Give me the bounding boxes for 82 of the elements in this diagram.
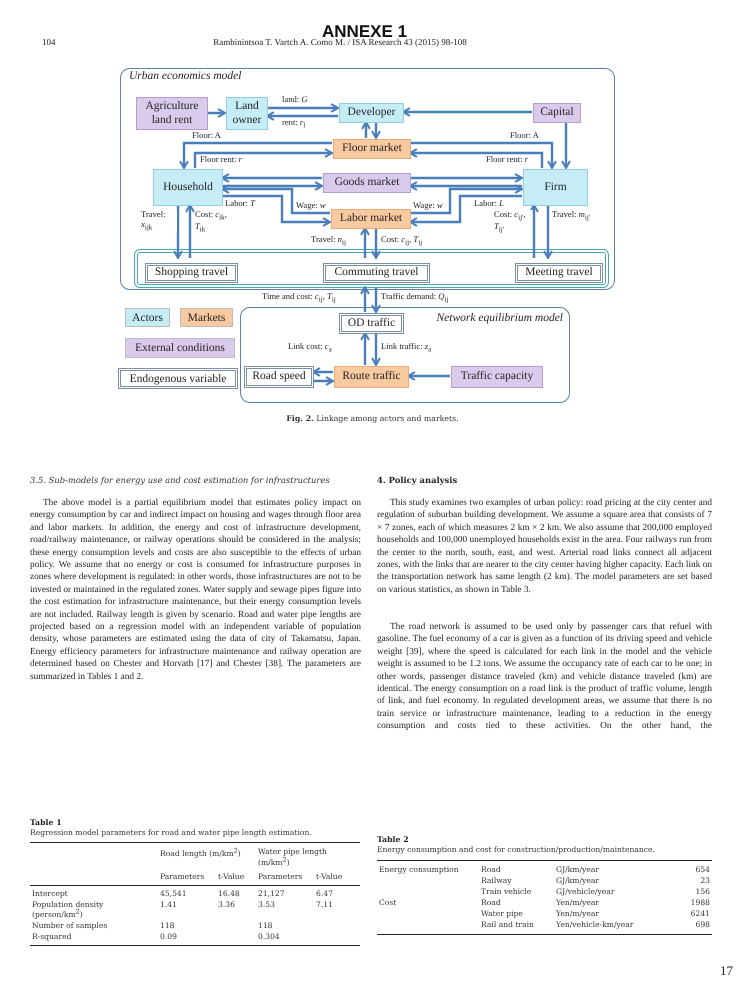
arrow (173, 205, 183, 259)
edge-label: land: G (282, 95, 308, 105)
edge-label: Wage: w (296, 201, 326, 211)
arrow (371, 287, 381, 313)
edge-label: Travel: x$_{ijk}$ (141, 210, 177, 232)
edge-label: Floor rent: r (200, 155, 242, 165)
arrow (221, 184, 330, 214)
external-condition-box: Goods market (323, 173, 411, 193)
actor-box: Developer (339, 103, 404, 123)
edge-label: Labor: T (225, 199, 255, 209)
body-paragraph: The road network is assumed to be used only by passenger cars that refuel with gasoline. The fuel economy of a car is given as a function of its driving speed and vehicle weight [39], where the speed is calculated for each link in the model and the vehicle weight is assumed to be 1.2 tons. We assume the occupancy rate of each car to be one; in other words, passenger distance traveled (km) and vehicle distance traveled (km) are identical. The energy consumption on a road link is the product of traffic volume, length of link, and fuel economy. In regulated development areas, we assume that there is no train service or infrastructure maintenance, leading to a reduction in the energy consumption and costs tied to these activities. On the other hand, the (377, 621, 712, 733)
travel-group (134, 249, 609, 288)
arrow (360, 286, 370, 312)
market-box: Floor market (333, 139, 411, 159)
edge-label: Link cost: c$_{a}$ (288, 342, 332, 354)
arrow (543, 205, 553, 259)
arrow (222, 194, 331, 227)
arrow (312, 367, 333, 377)
variable-box: Shopping travel (145, 263, 238, 283)
arrow (409, 181, 522, 191)
external-condition-box: Agriculture land rent (136, 97, 208, 130)
edge-label: Traffic demand: Q$_{ij}$ (381, 292, 448, 304)
section-heading: 3.5. Sub-models for energy use and cost estimation for infrastructures (30, 475, 331, 485)
arrow (561, 122, 571, 169)
legend-label: Actors (132, 312, 163, 324)
arrow (360, 227, 370, 258)
arrow (371, 333, 381, 366)
actor-box: Household (153, 169, 223, 206)
arrow (410, 173, 523, 183)
arrow (313, 376, 334, 386)
arrow (179, 142, 332, 169)
body-paragraph: The above model is a partial equilibrium model that estimates policy impact on energy consumption by car and indirect impact on housing and wages through floor area and labor markets. In addition, the energy and cost of infrastructure development, road/railway maintenance, or railway operations should be considered in the analysis; these energy consumption levels and costs are also susceptible to the effects of urban policy. We assume that no energy or cost is consumed for infrastructure purposes in zones where development is regulated: in other words, those infrastructures are not to be invested or maintained in the regulated zones. Water supply and sewage pipes figure into the cost estimation for infrastructure maintenance, but their energy consumption levels are not included. Railway length is given by scenario. Road and water pipe lengths are projected based on a regression model with an independent variable of population density, whose parameters are estimated using the data of city of Takamatsu, Japan. Energy efficiency parameters for infrastructure maintenance and railway operation are determined based on Chester and Horvath [17] and Chester [38]. The parameters are summarized in Tables 1 and 2. (30, 497, 361, 684)
edge-label: rent: r$_{l}$ (282, 118, 306, 130)
arrow (194, 148, 333, 168)
arrow (267, 103, 339, 113)
variable-box: Commuting travel (323, 263, 430, 283)
actor-box: Firm (523, 169, 588, 206)
edge-label: Floor: A (192, 131, 221, 141)
arrow (529, 204, 539, 258)
arrow (371, 228, 381, 259)
legend-label: Endogenous variable (130, 372, 226, 384)
edge-label: Cost: c$_{ij}$, T$_{ij}$ (381, 235, 422, 247)
edge-label: Cost: c$_{ij'}$, T$_{ij'}$ (494, 210, 532, 234)
arrow (410, 142, 557, 169)
edge-label: Labor: L (474, 199, 504, 209)
legend-label: External conditions (135, 342, 225, 354)
arrow (402, 107, 532, 117)
actor-box: Land owner (226, 97, 268, 130)
arrow (222, 181, 323, 191)
page-number: 17 (720, 963, 733, 979)
edge-label: Wage: w (413, 201, 443, 211)
arrow (410, 184, 523, 214)
edge-label: Travel: n$_{ij}$ (311, 235, 346, 247)
market-box: Labor market (331, 209, 411, 229)
arrow (407, 371, 450, 381)
variable-box: OD traffic (339, 313, 404, 334)
edge-label: Floor rent: r (486, 155, 528, 165)
arrow (409, 194, 522, 227)
page-number: 104 (42, 37, 56, 47)
edge-label: Time and cost: c$_{ij}$, T$_{ij}$ (262, 292, 336, 304)
edge-label: Link traffic: z$_{a}$ (381, 342, 432, 354)
running-head: Rambinintsoa T. Vartch A. Como M. / ISA Research 43 (2015) 98-108 (212, 37, 468, 47)
group-title: Network equilibrium model (436, 312, 563, 324)
arrow (266, 111, 338, 121)
arrow (360, 332, 370, 365)
external-condition-box: Traffic capacity (451, 366, 543, 388)
body-paragraph: This study examines two examples of urban policy: road pricing at the city center and regulation of suburban building development. We assume a square area that consists of 7 × 7 zones, each of which measures 2 km × 2 km. We also assume that 200,000 employed households and 100,000 unemployed households exist in the area. Four railways run from the center to the north, south, east, and west. Arterial road links connect all adjacent zones, with the links that are nearer to the city center having higher capacity. Each link on the transportation network has same length (2 km). The model parameters are set based on various statistics, as shown in Table 3. (377, 497, 712, 596)
external-condition-box: Capital (533, 103, 581, 123)
arrow (371, 122, 381, 139)
arrow (207, 108, 226, 118)
edge-label: Floor: A (510, 131, 539, 141)
arrow (361, 121, 371, 138)
market-box: Route traffic (334, 366, 409, 388)
arrow (185, 204, 195, 258)
arrow (221, 173, 322, 183)
variable-box: Meeting travel (515, 263, 603, 283)
edge-label: Travel: m$_{ij'}$ (552, 210, 590, 222)
group-title: Urban economics model (129, 70, 242, 82)
arrow (409, 148, 544, 168)
section-heading: 4. Policy analysis (377, 475, 458, 485)
legend-label: Markets (188, 312, 226, 324)
variable-box: Road speed (244, 366, 314, 388)
